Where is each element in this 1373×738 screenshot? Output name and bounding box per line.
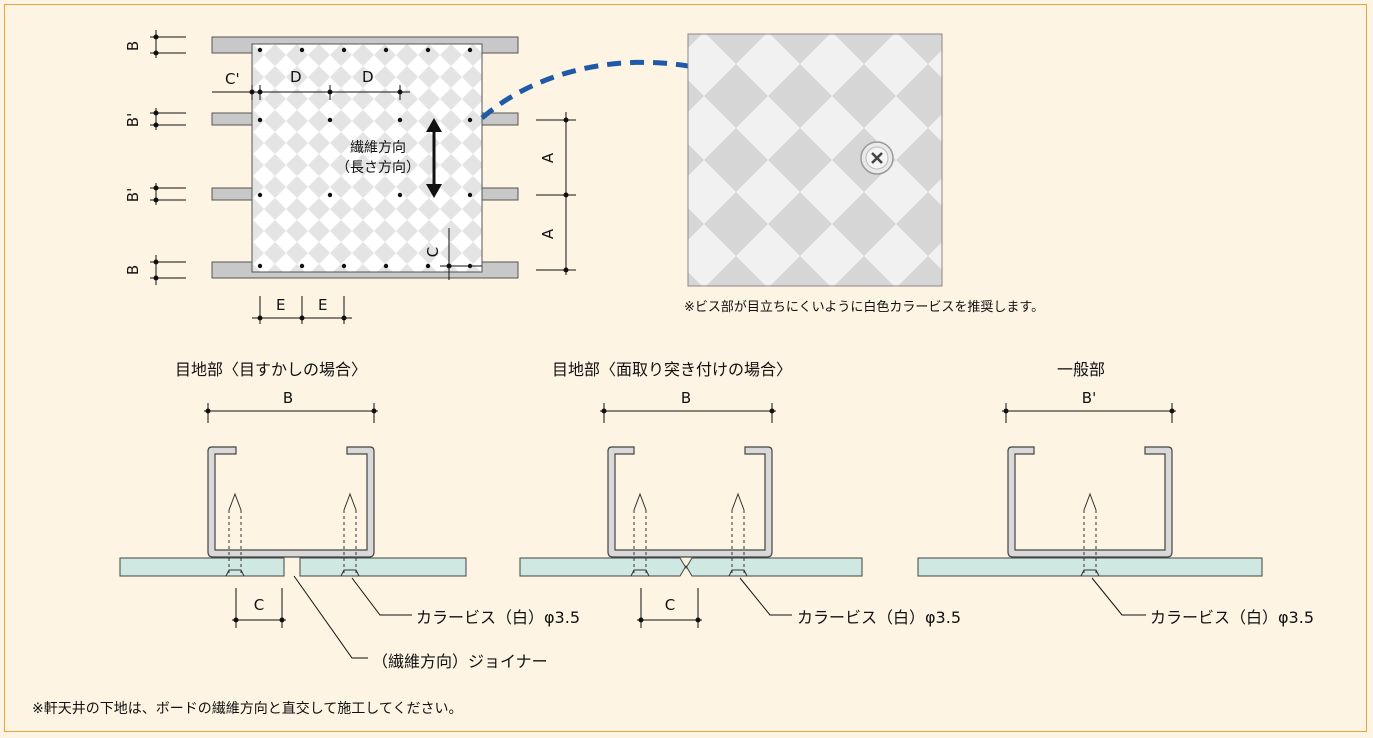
ceiling-board: [251, 43, 483, 273]
plan-view: B B' B' B C' D D 繊維方向 （長さ方向） C: [124, 30, 576, 324]
screws-1: [228, 510, 357, 574]
c-channel-1: [207, 446, 375, 558]
label-B-prime-2: B': [124, 188, 142, 202]
footnote: ※軒天井の下地は、ボードの繊維方向と直交して施工してください。: [32, 701, 463, 717]
section-1-joiner-label: （繊維方向）ジョイナー: [372, 652, 548, 671]
c-channel-3: [1007, 446, 1173, 558]
section-1-screw-label: カラービス（白）φ3.5: [416, 608, 581, 627]
section-chamfer-butt-joint: B C: [519, 389, 863, 628]
section-3-title: 一般部: [1057, 360, 1106, 379]
section-1-dimension: B: [283, 389, 293, 407]
section-general: B': [917, 389, 1263, 616]
fiber-direction-sublabel: （長さ方向）: [336, 160, 420, 176]
screw-leader-2: [739, 577, 792, 616]
photo-note: ※ビス部が目立ちにくいように白色カラービスを推奨します。: [684, 300, 1045, 315]
joiner-gap: [285, 558, 299, 577]
label-E-2: E: [318, 296, 327, 314]
label-A-2: A: [539, 228, 557, 239]
screw-leader-3: [1091, 577, 1146, 616]
section-3-dimension: B': [1082, 389, 1096, 407]
board-right-1: [299, 557, 467, 577]
label-D-1: D: [290, 68, 302, 86]
section-2-screw-label: カラービス（白）φ3.5: [797, 608, 962, 627]
fiber-direction-arrow-icon: [426, 118, 442, 198]
label-C-plan: C: [424, 247, 442, 257]
section-1-gap: C: [254, 596, 264, 614]
screw-leader-1: [351, 577, 412, 616]
section-2-title: 目地部〈面取り突き付けの場合〉: [552, 360, 793, 379]
label-B-bottom: B: [124, 265, 142, 275]
top-dimension-marks: [212, 85, 410, 100]
screw-closeup-photo: [687, 33, 943, 287]
board-3: [917, 557, 1263, 577]
board-left-1: [119, 557, 285, 577]
screw-head-icon: [860, 141, 894, 175]
label-E-1: E: [276, 296, 285, 314]
label-D-2: D: [362, 68, 374, 86]
c-channel-2: [607, 446, 773, 558]
fiber-direction-label: 繊維方向: [350, 140, 406, 156]
label-B-prime-1: B': [124, 113, 142, 127]
label-A-1: A: [539, 152, 557, 163]
screws-3: [1083, 510, 1097, 574]
section-3-screw-label: カラービス（白）φ3.5: [1150, 608, 1315, 627]
edge-dimension-mark: [440, 228, 482, 280]
right-dimension-marks: [536, 112, 576, 275]
screw-points: [257, 47, 473, 269]
section-2-gap: C: [665, 596, 675, 614]
board-2: [519, 557, 863, 577]
label-B-top: B: [124, 41, 142, 51]
label-C-prime: C': [225, 70, 240, 88]
left-dimension-marks: [150, 30, 186, 285]
bottom-dimension-marks: [252, 296, 352, 324]
section-open-joint: B C: [119, 389, 467, 659]
section-2-dimension: B: [681, 389, 691, 407]
joiner-leader: [293, 575, 368, 659]
screws-2: [633, 510, 745, 574]
section-1-title: 目地部〈目すかしの場合〉: [175, 360, 368, 379]
